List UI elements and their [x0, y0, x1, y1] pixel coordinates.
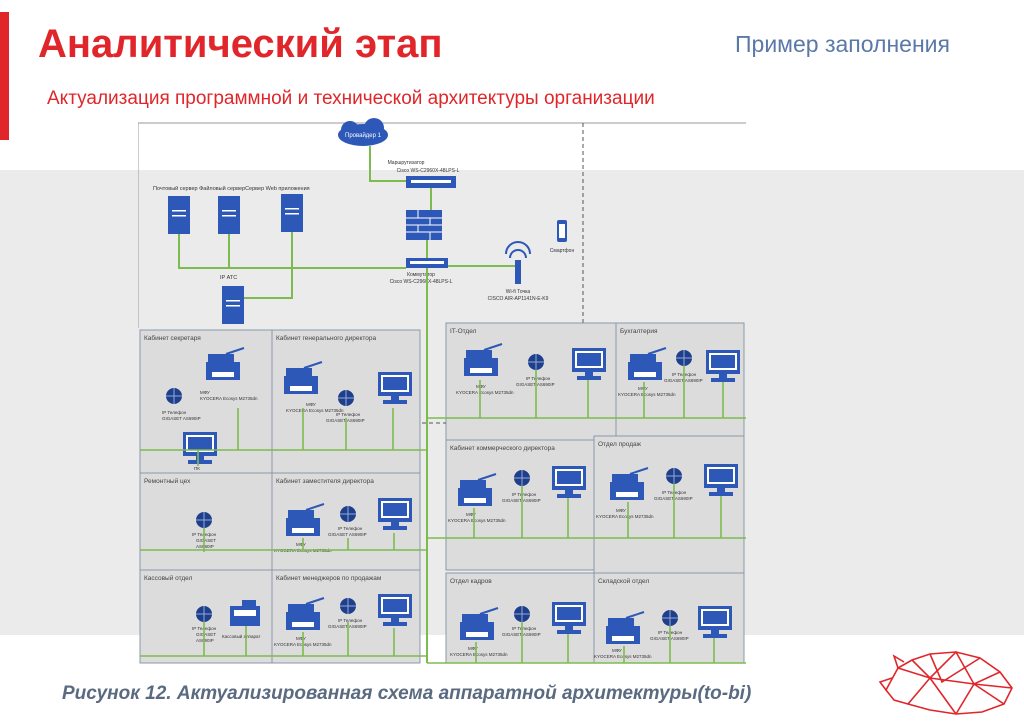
ip-phone-icon — [513, 469, 531, 487]
room-accounting-title: Бухгалтерия — [620, 328, 658, 335]
switch-model: Cisco WS-C2960X-48LPS-L — [390, 279, 453, 285]
room-warehouse-title: Складской отдел — [598, 577, 649, 585]
provider-cloud: Провайдер 1 — [338, 118, 388, 146]
router: Маршрутизатор Cisco WS-C2960X-48LPS-L — [388, 160, 460, 188]
phone-model: GIGASET AS690IP — [162, 416, 201, 421]
smartphone-label: Смартфон — [550, 248, 575, 254]
smartphone-icon — [557, 220, 567, 242]
mfu-label: МФУ — [476, 384, 486, 389]
mfu-model: KYOCERA Ecosys M2735dn — [450, 652, 508, 657]
room-secretary: Кабинет секретаря МФУ KYOCERA Ecosys M27… — [139, 329, 273, 474]
phone-label: IP Телефон — [338, 526, 363, 531]
mfu-label: МФУ — [200, 390, 210, 395]
room-commercial-title: Кабинет коммерческого директора — [450, 444, 555, 452]
accent-bar — [0, 12, 9, 140]
ip-phone-icon — [337, 389, 355, 407]
phone-short: AS690IP — [196, 638, 214, 643]
firewall-icon — [406, 210, 442, 240]
page-subtitle: Актуализация программной и технической а… — [47, 88, 655, 109]
mail-server-icon — [168, 196, 190, 234]
room-it: IT-Отдел МФУ KYOCERA Ecosys M2735dn IP Т… — [445, 322, 617, 441]
room-managers-title: Кабинет менеджеров по продажам — [276, 574, 382, 582]
phone-brand: GIGASET — [196, 538, 216, 543]
room-it-title: IT-Отдел — [450, 328, 477, 335]
router-label: Маршрутизатор — [388, 160, 425, 166]
mfu-model: KYOCERA Ecosys M2735dn — [456, 390, 514, 395]
phone-label: IP Телефон — [526, 376, 551, 381]
mfu-label: МФУ — [616, 508, 626, 513]
room-sales-title: Отдел продаж — [598, 441, 642, 448]
phone-model: GIGASET AS690IP — [328, 532, 367, 537]
page-title: Аналитический этап — [38, 22, 443, 66]
room-repair-shop: Ремонтный цех IP Телефон GIGASET AS690IP — [139, 472, 273, 571]
room-repair-title: Ремонтный цех — [144, 477, 191, 485]
ip-phone-icon — [165, 387, 183, 405]
room-warehouse: Складской отдел МФУ KYOCERA Ecosys M2735… — [593, 572, 745, 664]
mfu-model: KYOCERA Ecosys M2735dn — [448, 518, 506, 523]
cash-register-icon — [230, 600, 260, 626]
rhino-logo — [878, 650, 1013, 715]
mfu-model: KYOCERA Ecosys M2735dn — [596, 514, 654, 519]
file-server-icon — [218, 196, 240, 234]
phone-label: IP Телефон — [338, 618, 363, 623]
network-links-top — [178, 146, 515, 663]
room-deputy-director: Кабинет заместителя директора МФУ KYOCER… — [271, 472, 421, 571]
ip-phone-icon — [513, 605, 531, 623]
room-commercial-director: Кабинет коммерческого директора МФУ KYOC… — [445, 439, 595, 571]
room-cashier: Кассовый отдел IP Телефон GIGASET AS690I… — [139, 569, 273, 664]
hardware-architecture-diagram: Провайдер 1 Маршрутизатор Cisco WS-C2960… — [137, 118, 746, 665]
servers-label: Почтовый сервер Файловый серверСервер We… — [153, 185, 310, 192]
figure-caption: Рисунок 12. Актуализированная схема аппа… — [62, 683, 752, 704]
ip-ats-server-icon — [222, 286, 244, 324]
web-server-icon — [281, 194, 303, 232]
mfu-label: МФУ — [466, 512, 476, 517]
phone-label: IP Телефон — [512, 492, 537, 497]
phone-brand: GIGASET — [196, 632, 216, 637]
phone-short: AS690IP — [196, 544, 214, 549]
phone-label: IP Телефон — [162, 410, 187, 415]
ip-phone-icon — [339, 597, 357, 615]
mfu-label: МФУ — [296, 542, 306, 547]
room-accounting: Бухгалтерия МФУ KYOCERA Ecosys M2735dn I… — [615, 322, 745, 441]
mfu-label: МФУ — [612, 648, 622, 653]
phone-label: IP Телефон — [336, 412, 361, 417]
wifi-model: CISCO AIR-AP1141N-E-K9 — [488, 296, 549, 302]
ip-phone-icon — [661, 609, 679, 627]
ip-phone-icon — [665, 467, 683, 485]
mfu-label: МФУ — [296, 636, 306, 641]
router-model: Cisco WS-C2960X-48LPS-L — [397, 168, 460, 174]
network-links-rooms — [140, 366, 746, 664]
room-ceo: Кабинет генерального директора МФУ KYOCE… — [271, 329, 421, 474]
ip-ats-label: IP АТС — [220, 275, 237, 281]
room-hr-title: Отдел кадров — [450, 578, 492, 585]
room-cashier-title: Кассовый отдел — [144, 574, 193, 582]
sample-label: Пример заполнения — [735, 31, 950, 57]
phone-label: IP Телефон — [512, 626, 537, 631]
switch: Коммутатор Cisco WS-C2960X-48LPS-L — [390, 258, 453, 285]
room-deputy-title: Кабинет заместителя директора — [276, 477, 374, 485]
mfu-model: KYOCERA Ecosys M2735dn — [594, 654, 652, 659]
mfu-model: KYOCERA Ecosys M2735dn — [286, 408, 344, 413]
mfu-label: МФУ — [638, 386, 648, 391]
room-sales-managers: Кабинет менеджеров по продажам МФУ KYOCE… — [271, 569, 421, 664]
mfu-label: МФУ — [306, 402, 316, 407]
room-hr: Отдел кадров МФУ KYOCERA Ecosys M2735dn … — [445, 572, 595, 664]
pc-label: ПК — [194, 466, 200, 471]
mfu-label: МФУ — [468, 646, 478, 651]
ip-phone-icon — [195, 605, 213, 623]
room-sales: Отдел продаж МФУ KYOCERA Ecosys M2735dn … — [593, 435, 745, 574]
wifi-label: Wi-fi Точка — [506, 289, 531, 295]
cash-register-label: Кассовый аппарат — [222, 633, 260, 639]
mfu-model: KYOCERA Ecosys M2735dn — [618, 392, 676, 397]
switch-label: Коммутатор — [407, 272, 435, 278]
ip-phone-icon — [339, 505, 357, 523]
cloud-label: Провайдер 1 — [345, 132, 382, 139]
room-secretary-title: Кабинет секретаря — [144, 334, 201, 342]
room-ceo-title: Кабинет генерального директора — [276, 334, 377, 342]
ip-phone-icon — [527, 353, 545, 371]
mfu-model: KYOCERA Ecosys M2735dn — [200, 396, 258, 401]
ip-phone-icon — [195, 511, 213, 529]
ip-phone-icon — [675, 349, 693, 367]
wifi-access-point-icon — [505, 241, 531, 284]
